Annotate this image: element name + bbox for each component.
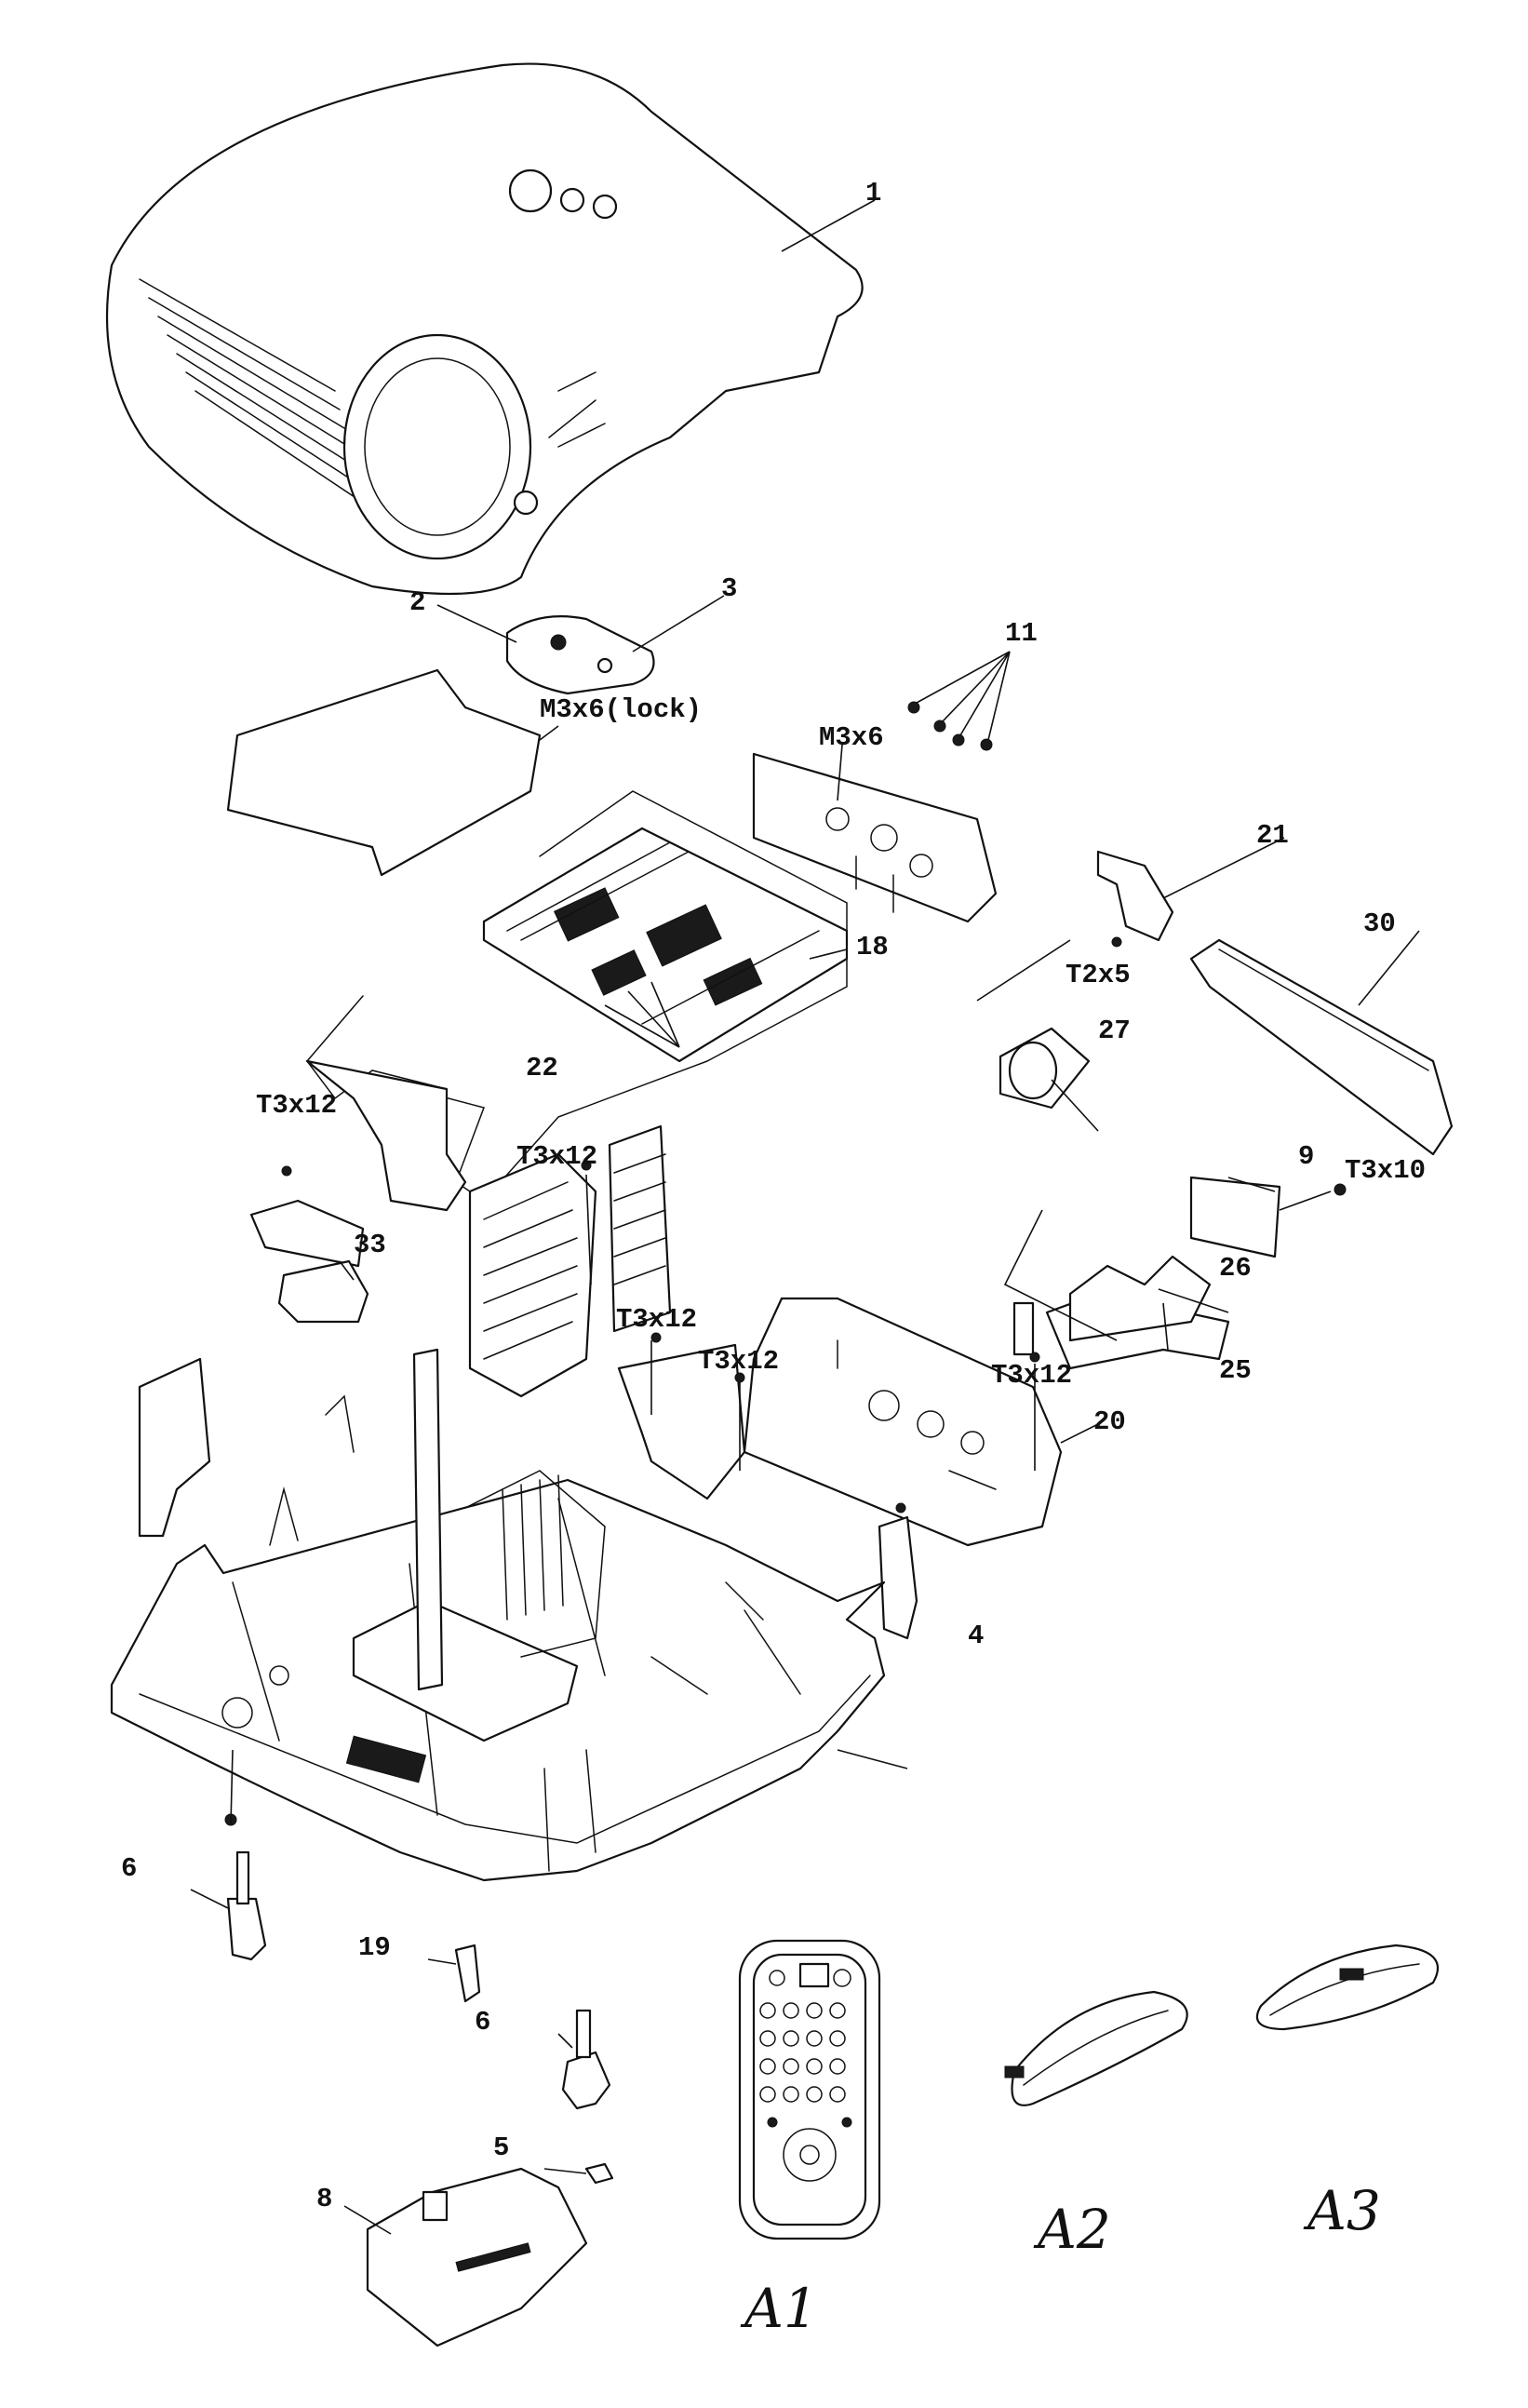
label-33: 33 <box>354 1230 386 1260</box>
label-m3x6-lock: M3x6(lock) <box>540 694 702 725</box>
shield-plate-lower <box>305 1059 467 1212</box>
label-6-left: 6 <box>121 1853 137 1884</box>
part-21-bracket <box>1096 850 1174 942</box>
label-25: 25 <box>1219 1355 1252 1386</box>
label-t3x10: T3x10 <box>1345 1155 1426 1186</box>
label-1: 1 <box>865 178 881 209</box>
label-21: 21 <box>1256 820 1289 851</box>
label-18: 18 <box>856 932 889 962</box>
label-8: 8 <box>316 2184 332 2214</box>
part-30-side-panel <box>1189 938 1454 1156</box>
label-3: 3 <box>721 573 737 604</box>
label-11: 11 <box>1005 618 1038 649</box>
part-33-connector-bracket <box>249 1165 369 1324</box>
label-9: 9 <box>1298 1141 1314 1172</box>
part-27-speaker <box>999 1027 1091 1110</box>
label-t2x5: T2x5 <box>1066 960 1131 990</box>
label-26: 26 <box>1219 1253 1252 1284</box>
label-a2: A2 <box>1033 2198 1111 2261</box>
terminal-plate-rear <box>752 752 998 923</box>
label-t3x12-a: T3x12 <box>256 1090 337 1121</box>
a1-remote-control <box>738 1939 881 2240</box>
label-m3x6: M3x6 <box>819 722 884 753</box>
part-20-rear-panel <box>743 1297 1063 1547</box>
duct-assembly <box>468 1124 672 1398</box>
part-19-clip <box>454 1944 481 2003</box>
label-t3x12-c: T3x12 <box>616 1304 697 1335</box>
label-a1: A1 <box>740 2277 818 2340</box>
label-t3x12-b: T3x12 <box>516 1141 597 1172</box>
part-1-top-cover <box>105 62 864 596</box>
label-t3x12-e: T3x12 <box>991 1360 1072 1391</box>
part-6-foot-left <box>224 1813 267 1961</box>
label-t3x12-d: T3x12 <box>698 1346 779 1377</box>
part-5-pad <box>584 2162 614 2185</box>
label-22: 22 <box>526 1053 558 1083</box>
label-20: 20 <box>1093 1406 1126 1437</box>
label-4: 4 <box>968 1621 984 1651</box>
side-plate-left <box>138 1357 211 1538</box>
label-19: 19 <box>358 1932 391 1963</box>
label-5: 5 <box>493 2132 509 2163</box>
part-4-bottom-case <box>110 1348 886 1882</box>
part-18-main-board <box>482 827 849 1063</box>
label-30: 30 <box>1363 908 1396 939</box>
part-8-lamp-cover <box>366 2167 588 2347</box>
divider-plate <box>617 1343 746 1500</box>
label-6-right: 6 <box>475 2007 490 2038</box>
part-25-26-power-supply <box>1012 1255 1230 1370</box>
label-27: 27 <box>1098 1016 1131 1046</box>
part-6-foot-right <box>561 2009 611 2110</box>
shield-plate-upper <box>226 668 542 877</box>
label-2: 2 <box>409 587 425 618</box>
leader-lines <box>190 199 1420 2235</box>
part-11-screws <box>907 701 993 751</box>
part-2-3-button-panel <box>505 615 655 695</box>
label-a3: A3 <box>1303 2179 1381 2242</box>
a2-cable <box>1011 1990 1188 2106</box>
small-bracket <box>878 1515 918 1640</box>
a3-cable <box>1255 1944 1439 2031</box>
